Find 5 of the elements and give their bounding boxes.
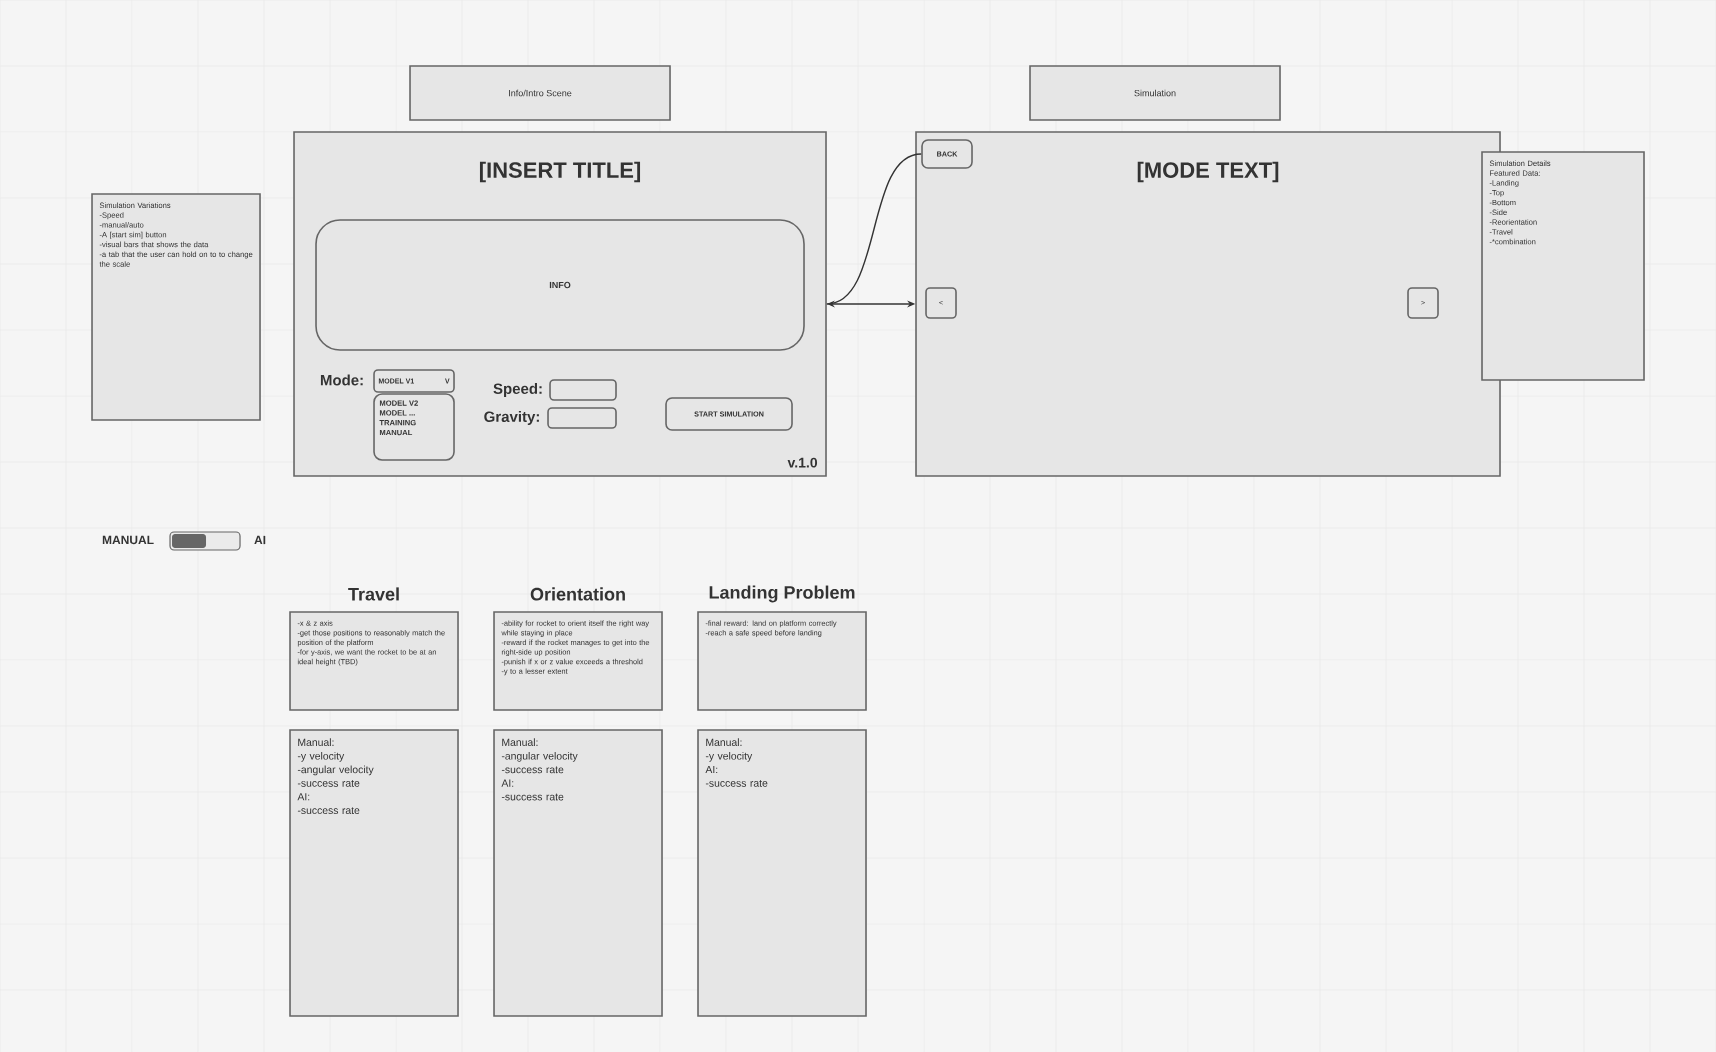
input-field — [549, 379, 617, 401]
input-field — [547, 407, 617, 429]
node-label: Orientation — [530, 587, 625, 601]
node-label: Travel — [348, 587, 399, 601]
node-label: Landing Problem — [709, 585, 855, 603]
